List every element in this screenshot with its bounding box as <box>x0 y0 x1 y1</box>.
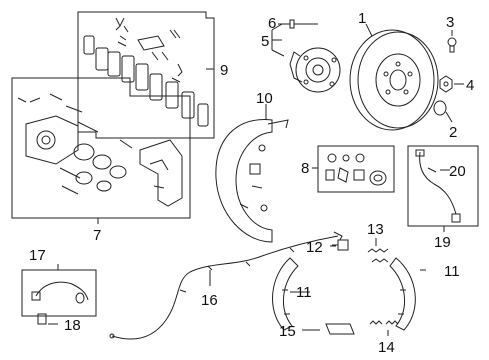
callout-20: 20 <box>449 163 466 180</box>
callout-15: 15 <box>279 323 296 340</box>
hose-bracket-box <box>21 269 97 317</box>
callout-11-right: 11 <box>444 263 460 280</box>
flex-hose <box>31 281 89 325</box>
rotor-screw <box>447 37 457 53</box>
caliper-box <box>11 77 191 219</box>
pad-kit-box <box>77 11 215 139</box>
pad-kit-group: 9 <box>77 11 228 139</box>
caliper-bracket <box>139 139 183 207</box>
hub-bolt <box>289 19 318 29</box>
hardware-group: 3 4 2 <box>433 14 474 141</box>
seal-kit-group: 8 <box>301 145 395 193</box>
callout-16: 16 <box>201 292 218 309</box>
hub-cap <box>433 100 447 116</box>
callout-13: 13 <box>367 221 384 238</box>
brake-hose <box>415 149 461 223</box>
callout-6: 6 <box>268 15 276 32</box>
leader-1 <box>365 23 373 37</box>
callout-1: 1 <box>358 10 366 27</box>
hub-bearing <box>289 47 341 93</box>
brake-hose-box <box>407 145 479 227</box>
callout-7: 7 <box>93 227 101 244</box>
piston-seals <box>59 139 133 195</box>
parking-shoe-group: 11 11 <box>272 257 460 331</box>
caliper-group: 7 <box>11 77 191 244</box>
rotor-group: 1 <box>349 10 439 131</box>
callout-3: 3 <box>446 14 454 31</box>
upper-spring <box>367 248 389 263</box>
callout-11-left: 11 <box>296 284 312 301</box>
shoe-plate <box>325 323 355 335</box>
callout-8: 8 <box>301 160 309 177</box>
seal-kit-parts <box>325 153 387 186</box>
parking-cable-group: 16 <box>109 231 343 340</box>
hose-bracket-group: 17 18 <box>21 247 97 334</box>
splash-shield <box>215 119 289 243</box>
parking-brake-shoe-right <box>389 257 416 331</box>
callout-12: 12 <box>306 239 323 256</box>
brake-hose-group: 20 19 <box>407 145 479 251</box>
parking-brake-cable <box>111 235 339 340</box>
callout-10: 10 <box>256 90 273 107</box>
brake-pads <box>83 35 209 127</box>
shoe-hardware-group: 12 13 14 15 <box>279 221 399 356</box>
lower-springs <box>369 320 399 325</box>
callout-2: 2 <box>449 124 457 141</box>
splash-shield-group: 10 <box>215 90 289 243</box>
hub-group: 5 6 <box>261 15 341 93</box>
cable-clips <box>109 231 343 339</box>
leader-2 <box>445 111 453 123</box>
adjuster <box>332 239 349 251</box>
pad-clips <box>115 17 183 83</box>
callout-18: 18 <box>64 317 81 334</box>
callout-9: 9 <box>220 62 228 79</box>
seal-kit-box <box>317 145 395 193</box>
callout-5: 5 <box>261 33 269 50</box>
parking-brake-shoe-left <box>272 257 299 331</box>
leader-5 <box>271 23 285 57</box>
callout-14: 14 <box>378 339 395 356</box>
brake-rotor <box>349 29 439 131</box>
callout-19: 19 <box>434 234 451 251</box>
caliper-body <box>17 93 99 165</box>
callout-4: 4 <box>466 77 474 94</box>
hub-nut <box>439 75 453 93</box>
callout-17: 17 <box>29 247 46 264</box>
